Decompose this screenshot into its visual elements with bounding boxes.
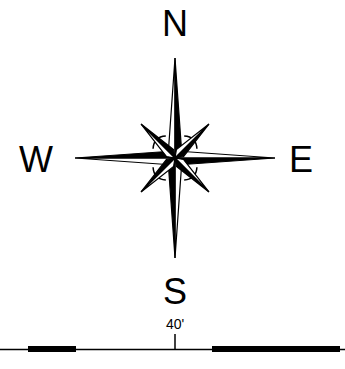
rose-point-dark xyxy=(175,58,182,158)
rose-point-dark xyxy=(175,124,209,158)
rose-point-light xyxy=(169,58,176,158)
scale-bar xyxy=(0,334,345,352)
rose-point-dark xyxy=(75,152,175,159)
rose-point-dark xyxy=(141,158,175,192)
rose-point-light xyxy=(141,124,175,158)
compass-rose xyxy=(75,58,275,258)
rose-point-light xyxy=(75,158,175,165)
rose-point-light xyxy=(175,152,275,159)
rose-point-light xyxy=(141,158,175,192)
compass-letter: S xyxy=(163,274,187,310)
rose-point-light xyxy=(175,124,209,158)
compass-letter: E xyxy=(289,142,313,178)
rose-point-light xyxy=(175,158,209,192)
rose-point-dark xyxy=(175,158,275,165)
compass-letter: N xyxy=(162,6,188,42)
scale-segment xyxy=(28,346,76,352)
rose-point-light xyxy=(175,158,182,258)
rose-point-dark xyxy=(141,124,175,158)
compass-letter: W xyxy=(19,142,53,178)
scale-segment xyxy=(212,346,340,352)
scale-tick xyxy=(174,334,176,350)
rose-point-dark xyxy=(169,158,176,258)
rose-point-dark xyxy=(175,158,209,192)
scale-label: 40' xyxy=(166,317,184,331)
